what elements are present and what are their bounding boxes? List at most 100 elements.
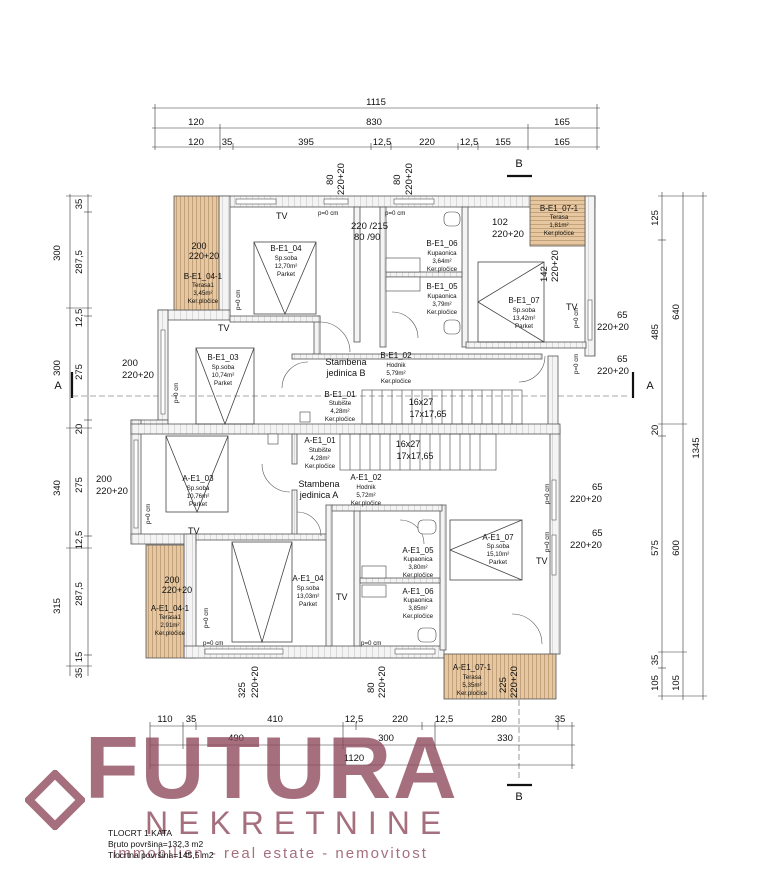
dim-label: 300 (52, 360, 63, 376)
svg-text:220+20: 220+20 (377, 666, 388, 698)
room-a-e1-06: A-E1_06 Kupaonica 3,85m² Ker.pločice (402, 587, 434, 620)
svg-text:5,72m²: 5,72m² (356, 492, 375, 499)
svg-text:5,35m²: 5,35m² (462, 682, 481, 689)
dim-label: 165 (554, 117, 570, 128)
dim-top-total: 1115 (366, 97, 386, 108)
svg-text:3,80m²: 3,80m² (408, 564, 427, 571)
svg-text:142: 142 (539, 266, 550, 282)
unit-a-label: Stambena jedinica A (298, 479, 339, 500)
svg-text:Kupaonica: Kupaonica (427, 250, 457, 257)
svg-text:A-E1_07-1: A-E1_07-1 (453, 663, 492, 672)
dim-label: 20 (74, 424, 85, 435)
svg-text:Ker.pločice: Ker.pločice (188, 298, 219, 305)
dim-label: 287,5 (74, 250, 85, 274)
svg-text:Hodnik: Hodnik (386, 362, 406, 369)
svg-text:B-E1_07: B-E1_07 (508, 296, 540, 305)
svg-text:p=0 cm: p=0 cm (361, 640, 381, 647)
svg-text:jedinica B: jedinica B (325, 368, 365, 378)
stairs-b-label: 16x27 17x17,65 (409, 397, 447, 419)
svg-text:80: 80 (325, 174, 336, 185)
svg-text:Ker.pločice: Ker.pločice (155, 630, 186, 637)
svg-text:A-E1_04-1: A-E1_04-1 (151, 604, 190, 613)
dim-right-outer: 640 600 105 1345 (671, 304, 702, 691)
svg-text:3,85m²: 3,85m² (408, 605, 427, 612)
svg-text:65: 65 (592, 528, 603, 539)
svg-text:Sp.soba: Sp.soba (487, 543, 510, 550)
door-swings (261, 311, 546, 645)
section-b-bottom: B (507, 700, 532, 803)
svg-text:220+20: 220+20 (162, 585, 192, 595)
dim-label: 315 (52, 598, 63, 614)
dim-label: 35 (555, 714, 566, 725)
dim-label: 340 (52, 480, 63, 496)
threshold-marks: p=0 cm p=0 cm p=0 cm p=0 cm p=0 cm p=0 c… (145, 210, 580, 647)
svg-text:220+20: 220+20 (570, 540, 602, 551)
room-b-e1-02: B-E1_02 Hodnik 5,79m² Ker.pločice (380, 351, 412, 385)
terrace-a-07-1 (443, 653, 557, 700)
svg-text:B-E1_02: B-E1_02 (380, 351, 412, 360)
svg-text:A-E1_03: A-E1_03 (182, 474, 214, 483)
bruto-area: Bruto površina=132,3 m2 (108, 839, 204, 849)
svg-text:Sp.soba: Sp.soba (187, 485, 210, 492)
svg-text:p=0 cm: p=0 cm (573, 354, 580, 374)
dim-label: 12,5 (435, 714, 454, 725)
terrace-a-04-1 (145, 544, 185, 659)
dim-label: 280 (491, 714, 507, 725)
svg-text:220+20: 220+20 (96, 486, 128, 497)
room-b-e1-03: B-E1_03 Sp.soba 10,74m² Parket (207, 353, 239, 387)
svg-text:200: 200 (191, 241, 206, 251)
svg-text:TV: TV (536, 556, 548, 566)
dim-top-row1: 120 830 165 (188, 117, 570, 128)
svg-text:220+20: 220+20 (189, 251, 219, 261)
svg-text:80: 80 (392, 174, 403, 185)
svg-text:4,28m²: 4,28m² (310, 455, 329, 462)
svg-text:220+20: 220+20 (509, 666, 520, 698)
terrace-b-07-1 (529, 195, 586, 247)
dim-label: 12,5 (74, 309, 85, 328)
svg-text:220+20: 220+20 (492, 229, 524, 240)
tv-labels: TV TV TV TV TV TV (188, 211, 578, 602)
dim-label: 600 (671, 540, 682, 556)
svg-text:TV: TV (566, 302, 578, 312)
svg-text:220+20: 220+20 (336, 163, 347, 195)
dim-bottom-row1: 110 35 410 12,5 220 12,5 280 35 (157, 714, 565, 725)
svg-text:Sp.soba: Sp.soba (212, 364, 235, 371)
svg-text:Parket: Parket (189, 501, 207, 508)
svg-text:Stambena: Stambena (325, 357, 366, 367)
svg-text:p=0 cm: p=0 cm (318, 210, 338, 217)
svg-text:10,76m²: 10,76m² (187, 493, 210, 500)
svg-text:80 /90: 80 /90 (354, 232, 380, 243)
room-b-e1-07-1: B-E1_07-1 Terasa 1,81m² Ker.pločice (540, 204, 579, 237)
dim-label: 165 (554, 137, 570, 148)
svg-text:Sp.soba: Sp.soba (297, 585, 320, 592)
svg-text:17x17,65: 17x17,65 (409, 409, 446, 419)
room-b-e1-04: B-E1_04 Sp.soba 12,70m² Parket (270, 244, 302, 278)
svg-text:Stubište: Stubište (309, 447, 332, 454)
svg-text:3,64m²: 3,64m² (432, 258, 451, 265)
svg-text:p=0 cm: p=0 cm (203, 640, 223, 647)
svg-text:3,45m²: 3,45m² (193, 290, 212, 297)
room-a-e1-05: A-E1_05 Kupaonica 3,80m² Ker.pločice (402, 546, 434, 579)
opening-labels: 80 220+20 80 220+20 65 220+20 65 220+20 … (96, 163, 629, 698)
svg-text:220+20: 220+20 (122, 370, 154, 381)
dim-label: 490 (228, 733, 244, 744)
svg-text:Kupaonica: Kupaonica (427, 293, 457, 300)
svg-text:TV: TV (276, 211, 288, 221)
dim-label: 35 (74, 199, 85, 210)
svg-text:p=0 cm: p=0 cm (573, 308, 580, 328)
dim-bottom-row2: 490 300 330 (228, 733, 513, 744)
dim-label: 830 (366, 117, 382, 128)
svg-text:Ker.pločice: Ker.pločice (381, 378, 412, 385)
svg-text:A-E1_06: A-E1_06 (402, 587, 434, 596)
svg-text:Ker.pločice: Ker.pločice (457, 690, 488, 697)
svg-text:TV: TV (218, 323, 230, 333)
svg-text:200: 200 (96, 474, 112, 485)
svg-text:B-E1_04-1: B-E1_04-1 (184, 272, 223, 281)
svg-text:220+20: 220+20 (597, 366, 629, 377)
svg-text:Hodnik: Hodnik (356, 484, 376, 491)
svg-text:Ker.pločice: Ker.pločice (427, 266, 458, 273)
svg-text:4,28m²: 4,28m² (330, 408, 349, 415)
svg-text:Parket: Parket (277, 271, 295, 278)
svg-text:Terasa1: Terasa1 (159, 614, 182, 621)
